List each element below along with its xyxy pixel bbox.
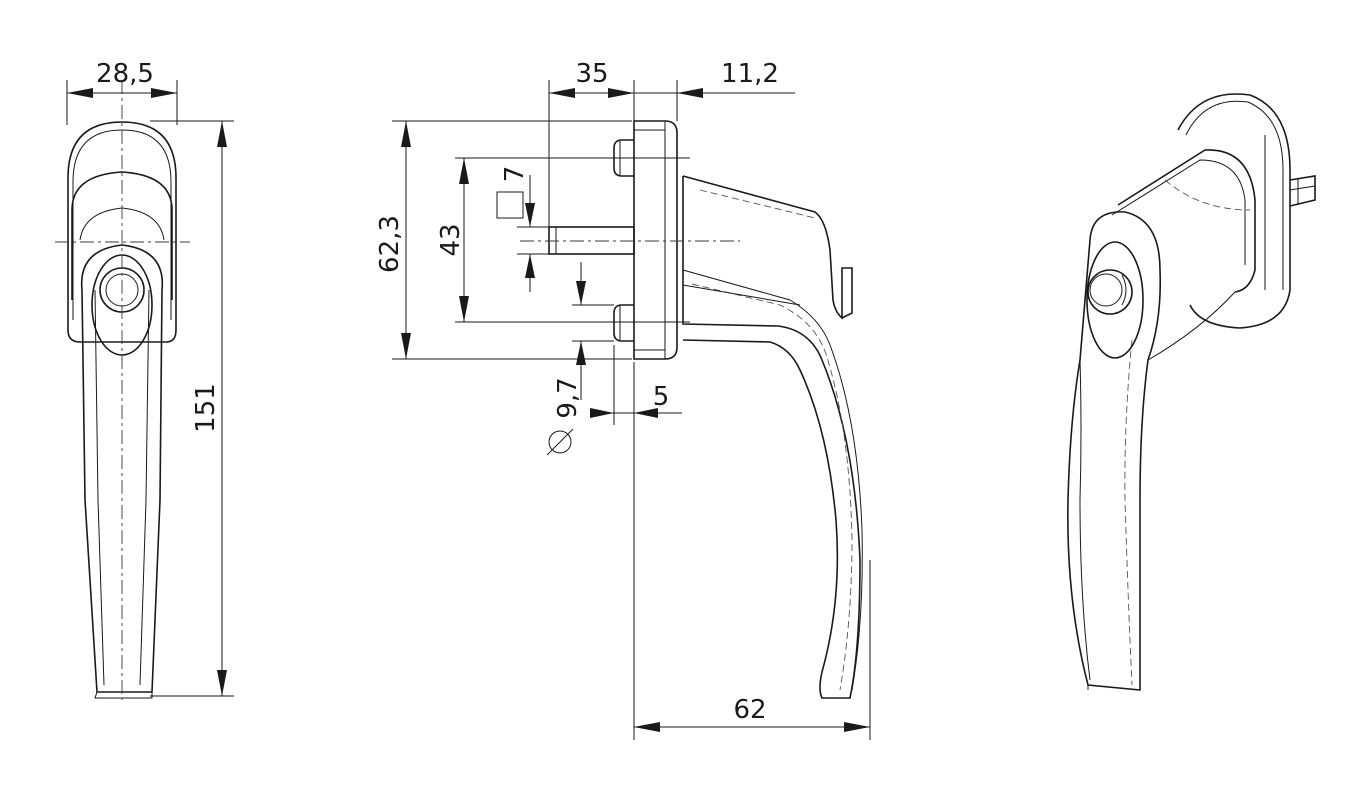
dim-spacing-43: 43: [436, 223, 466, 256]
dim-hole-dia: 9,7: [553, 377, 583, 418]
front-dimensions: 28,5 151: [66, 59, 234, 697]
side-view: [520, 120, 863, 699]
dim-rosette-height: 62,3: [375, 215, 405, 273]
dim-width-front: 28,5: [96, 59, 154, 89]
dim-stud-5: 5: [653, 382, 670, 412]
side-dimensions: 35 11,2 62,3 43 7 9,7: [375, 59, 871, 740]
isometric-view: [1067, 93, 1316, 691]
dim-spindle-7: 7: [500, 166, 530, 183]
dim-projection: 62: [733, 695, 766, 725]
square-spindle-symbol: [496, 191, 524, 219]
dim-total-height: 151: [191, 383, 221, 433]
dim-rosette-11-2: 11,2: [721, 59, 779, 89]
front-view: [55, 80, 190, 700]
diameter-symbol: [546, 428, 574, 456]
dim-offset-35: 35: [575, 59, 608, 89]
